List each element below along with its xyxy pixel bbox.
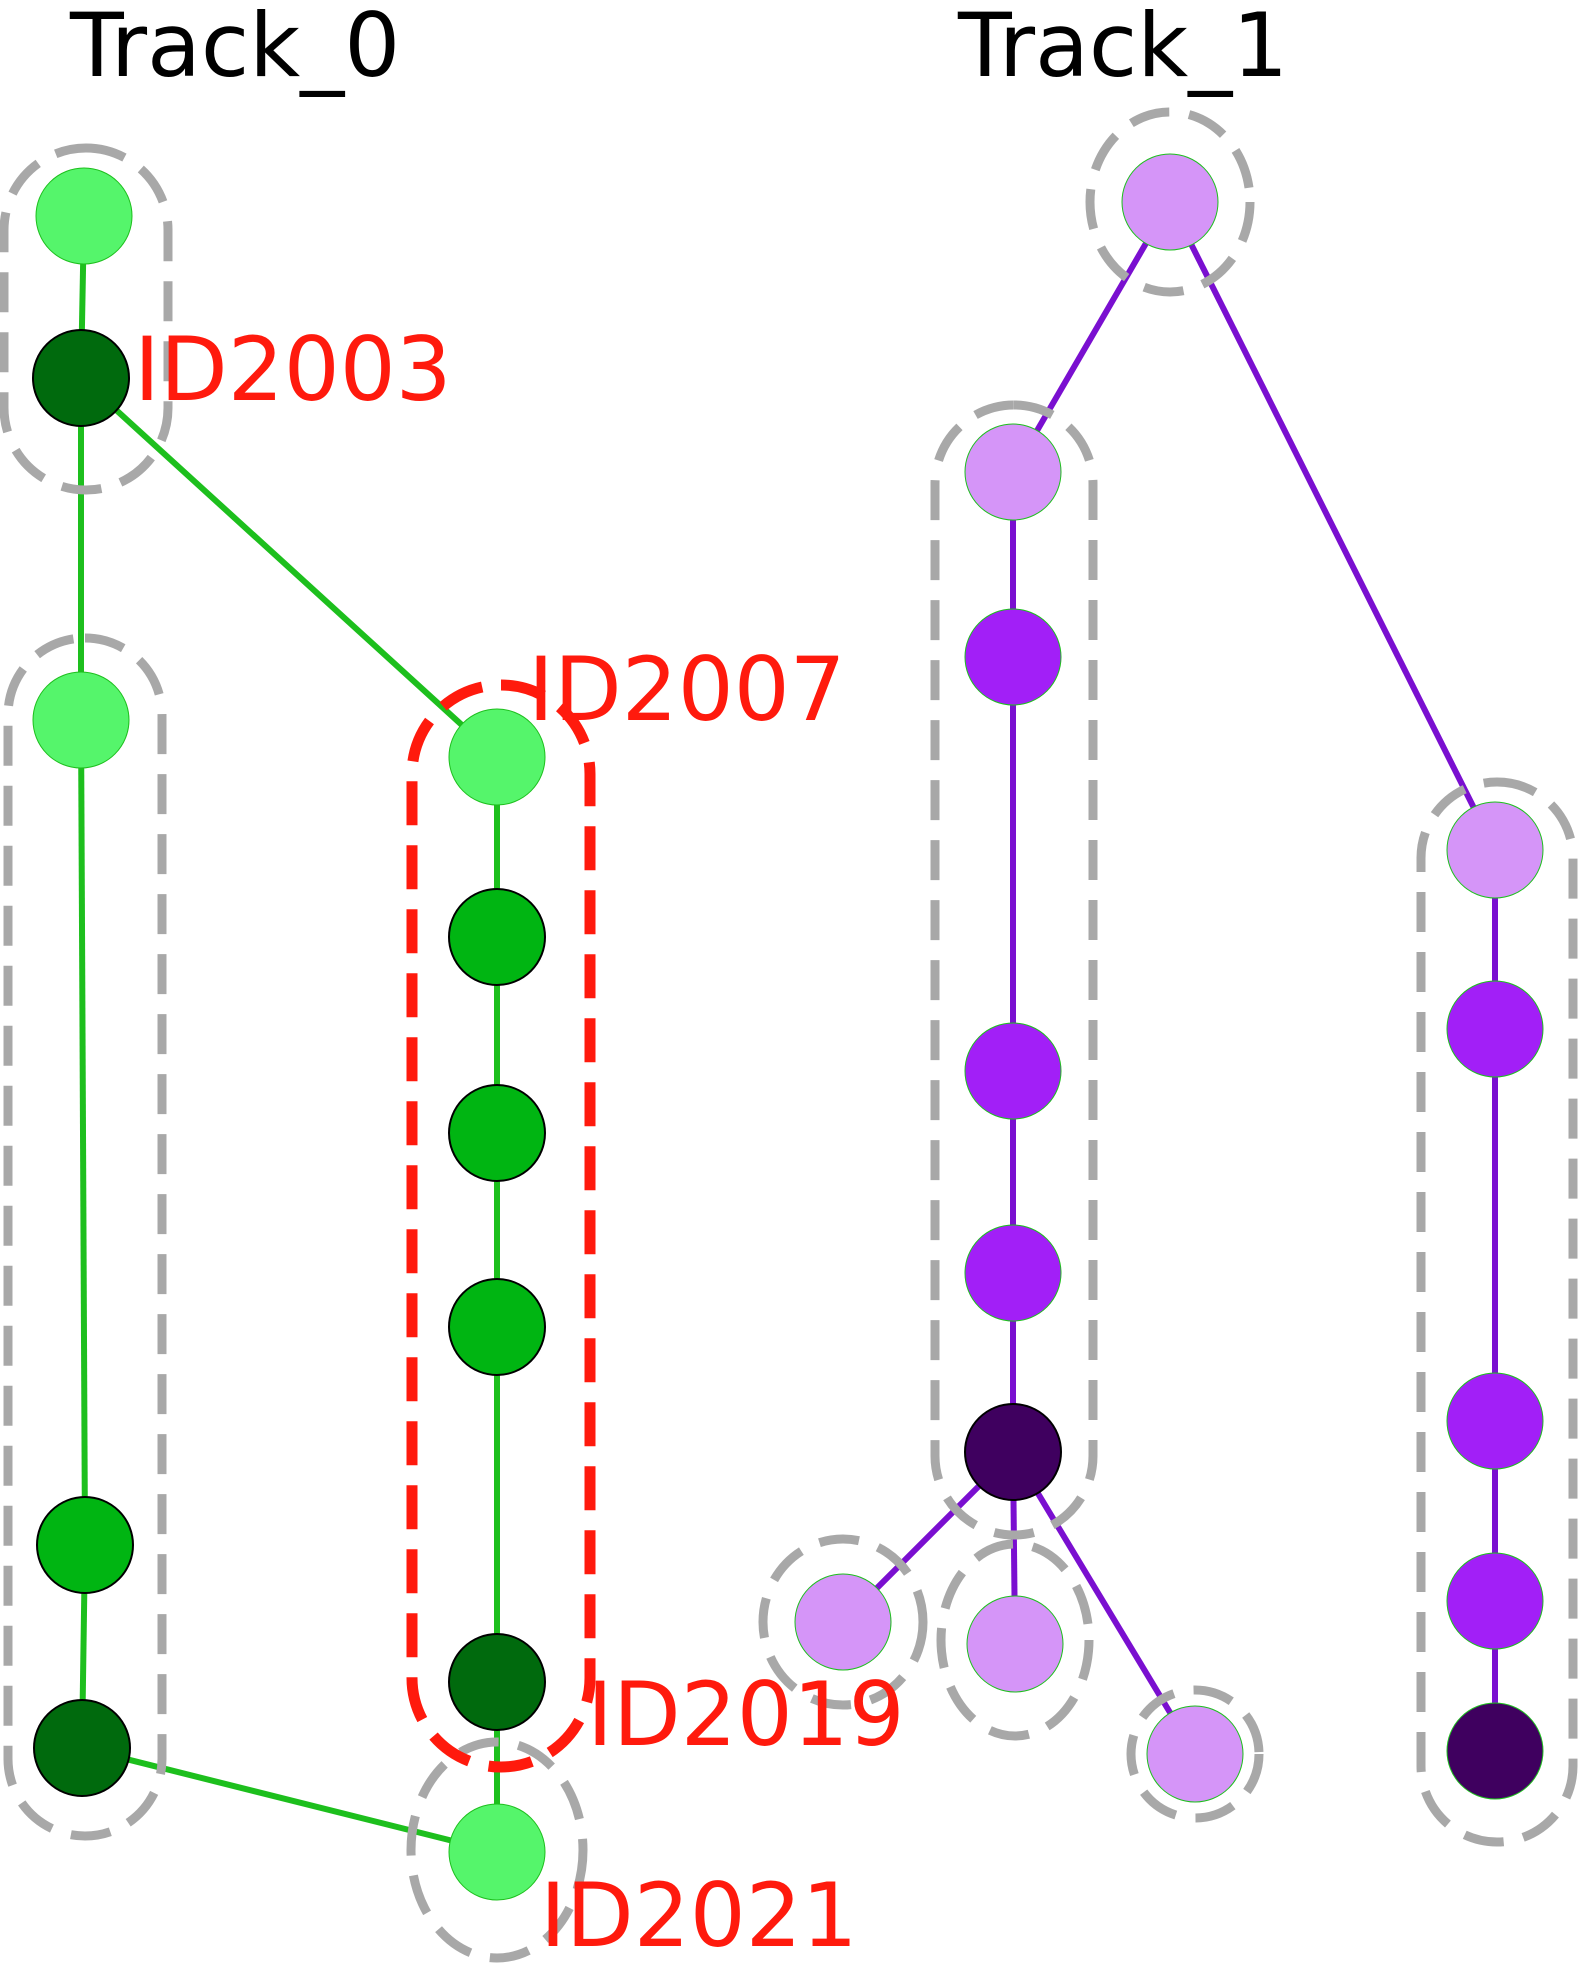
node (1121, 153, 1219, 251)
node (448, 1633, 546, 1731)
node (448, 1803, 546, 1901)
node (964, 1224, 1062, 1322)
node (32, 329, 130, 427)
node (964, 423, 1062, 521)
edge (78, 375, 500, 760)
track-1-nodes (794, 153, 1544, 1803)
track-1-title: Track_1 (957, 0, 1288, 97)
id-label-2019: ID2019 (587, 1663, 905, 1766)
group-outline (936, 1539, 1094, 1741)
id-label-2007: ID2007 (528, 638, 846, 741)
group-outline (1126, 1685, 1264, 1823)
node (36, 1496, 134, 1594)
node (1446, 1552, 1544, 1650)
node (966, 1595, 1064, 1693)
group-outline (758, 1534, 928, 1710)
id-label-2003: ID2003 (134, 318, 452, 421)
track-1-edges (840, 200, 1498, 1756)
edge (1010, 1450, 1198, 1756)
node (964, 1022, 1062, 1120)
node (1146, 1705, 1244, 1803)
node (448, 1084, 546, 1182)
node (448, 708, 546, 806)
edge (81, 1745, 498, 1855)
node (1446, 1702, 1544, 1800)
edge (1010, 200, 1173, 474)
group-outline (406, 1737, 588, 1963)
node (964, 1403, 1062, 1501)
edge (1167, 200, 1498, 852)
node (32, 671, 130, 769)
id-label-2021: ID2021 (540, 1864, 858, 1967)
group-outlines (0, 107, 1578, 1963)
node (448, 1278, 546, 1376)
node (33, 1699, 131, 1797)
track-0-title: Track_0 (69, 0, 400, 97)
highlighted-group-outline (406, 679, 596, 1773)
group-outline (930, 400, 1098, 1540)
node (1446, 1372, 1544, 1470)
node (1446, 801, 1544, 899)
node (794, 1573, 892, 1671)
node (448, 888, 546, 986)
edge (78, 719, 88, 1546)
track-0-nodes (32, 167, 546, 1901)
group-outline (0, 143, 173, 495)
group-outline (1416, 777, 1578, 1847)
node (964, 608, 1062, 706)
node (1446, 980, 1544, 1078)
node (35, 167, 133, 265)
group-outline (1085, 107, 1255, 297)
group-outline (3, 633, 167, 1841)
